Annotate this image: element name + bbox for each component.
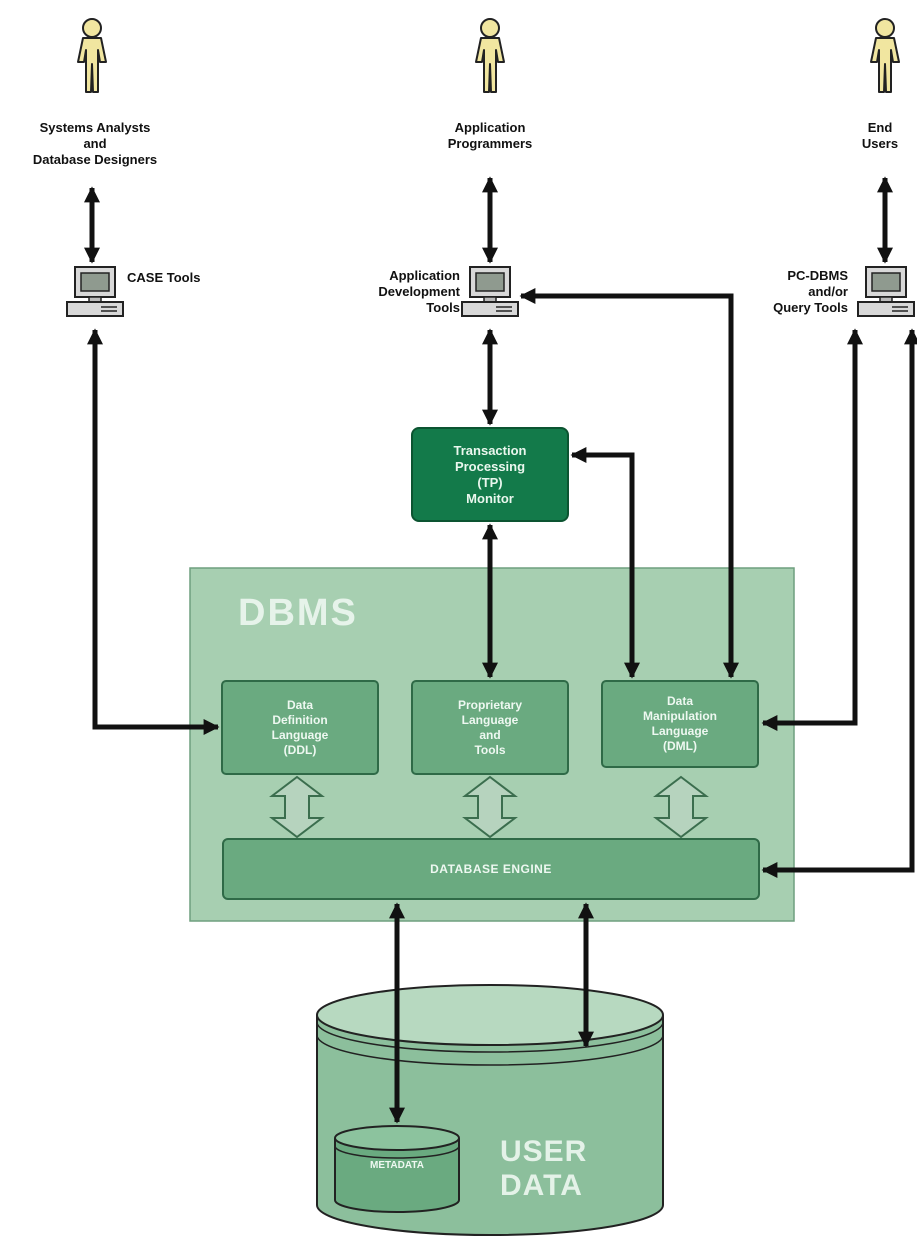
ddl-engine-link-arrow xyxy=(269,775,325,839)
tp-monitor-box: Transaction Processing (TP) Monitor xyxy=(411,427,569,522)
user-data-label: USER DATA xyxy=(500,1135,588,1202)
ddl-box: Data Definition Language (DDL) xyxy=(221,680,379,775)
metadata-cylinder xyxy=(334,1125,460,1213)
case-tools-label: CASE Tools xyxy=(127,270,201,285)
end-users-label: End Users xyxy=(861,120,899,151)
analysts-label: Systems Analysts and Database Designers xyxy=(32,120,158,167)
app-dev-computer-icon xyxy=(461,266,519,317)
analyst-person-icon xyxy=(77,18,107,93)
pc-dbms-tools-label: PC-DBMS and/or Query Tools xyxy=(773,268,848,315)
metadata-label: METADATA xyxy=(370,1160,424,1171)
appdev-dml-arrow xyxy=(519,287,740,679)
proprietary-language-box: Proprietary Language and Tools xyxy=(411,680,569,775)
query-tools-computer-icon xyxy=(857,266,915,317)
end-user-person-icon xyxy=(870,18,900,93)
dbms-title: DBMS xyxy=(238,592,358,634)
programmers-label: Application Programmers xyxy=(447,120,533,151)
case-ddl-arrow xyxy=(86,328,220,736)
dml-engine-link-arrow xyxy=(653,775,709,839)
prog-engine-link-arrow xyxy=(462,775,518,839)
app-dev-tools-label: Application Development Tools xyxy=(378,268,460,315)
programmer-person-icon xyxy=(475,18,505,93)
dml-box: Data Manipulation Language (DML) xyxy=(601,680,759,768)
query-engine-arrow xyxy=(761,328,917,879)
database-engine-box: DATABASE ENGINE xyxy=(222,838,760,900)
case-tools-computer-icon xyxy=(66,266,124,317)
